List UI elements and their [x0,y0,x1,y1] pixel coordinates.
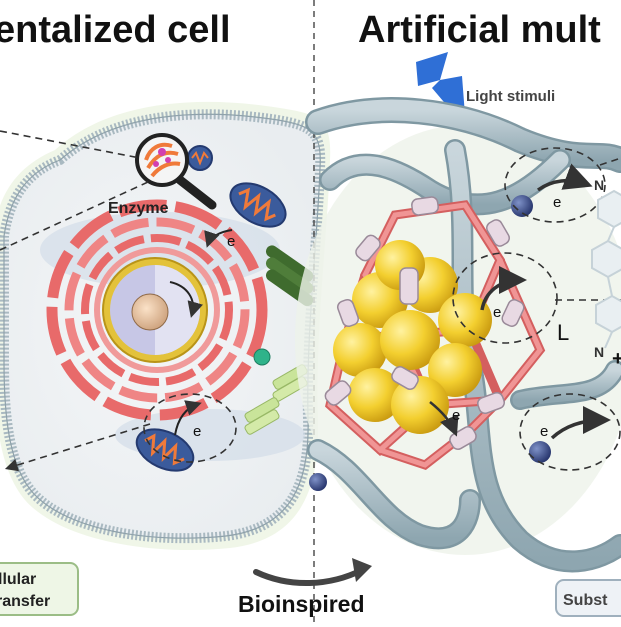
pointer-line-mid [0,181,149,251]
electron-zone-mid [452,252,558,344]
positive-charge: + [612,348,621,370]
electron-arrow-icon [204,229,233,248]
bioinspired-label: Bioinspired [238,591,365,617]
electron-label-2: e [193,423,201,440]
bioinspired-arrow-icon [253,567,365,587]
mitochondrion-small [187,145,213,171]
electron-arrow-icon [550,406,611,440]
linker-cylinders [324,196,525,450]
electron-label-6: e [540,423,548,440]
electron-arrow-icon [429,401,459,437]
ligand-label: L [557,320,569,345]
electron-arrow-icon [480,266,527,311]
enzyme-label: Enzyme [108,200,169,217]
light-stimuli-label: Light stimuli [466,88,555,105]
nucleus [102,257,208,363]
right-box-line1: Subst [563,592,608,609]
magnifier-icon [135,133,217,210]
electron-label-3: e [553,194,561,211]
electron-arrow-icon [174,400,202,436]
ligand-molecule [591,189,621,349]
endoplasmic-reticulum [46,199,268,421]
left-box-line2: ransfer [0,593,50,610]
electron-arrow-icon [536,163,593,192]
nucleus-arrow-icon [169,281,203,318]
electron-label-4: e [493,304,501,321]
nitrogen-label-top: N [594,177,604,193]
pointer-line-bottom [4,423,151,472]
polymer-tube [305,97,621,573]
left-box-line1: llular [0,571,36,588]
right-title: Artificial mult [358,9,601,51]
electron-zone-bottom [519,393,621,471]
metal-nodes [309,195,551,491]
electron-label-5: e [452,407,460,424]
mitochondrion-top [229,182,287,228]
nitrogen-label-bottom: N [594,344,604,360]
electron-zone-left [143,393,237,463]
right-bottom-box: Subst [555,579,621,617]
electron-zone-top [504,147,606,223]
left-title: entalized cell [0,9,231,51]
left-bottom-box: llular ransfer [0,562,79,616]
electron-label-1: e [227,233,235,250]
vesicle [253,348,271,366]
